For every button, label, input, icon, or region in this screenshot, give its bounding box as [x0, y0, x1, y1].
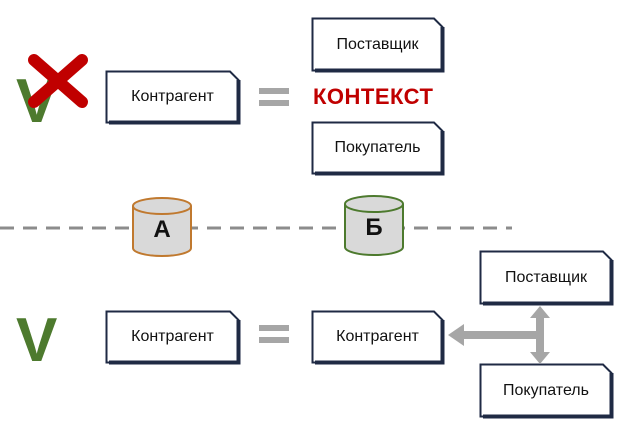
card-label: Поставщик — [504, 268, 588, 286]
database-label: Б — [365, 214, 383, 241]
database-b: Б — [343, 194, 405, 257]
card-outline — [311, 17, 445, 73]
card-outline — [105, 310, 241, 365]
cross-icon — [28, 54, 88, 108]
card-label: Контрагент — [131, 328, 214, 345]
dashed-separator — [0, 226, 512, 230]
supplier-card-bottom: Поставщик — [479, 250, 614, 306]
counterparty-card-top: Контрагент — [105, 70, 241, 125]
card-outline — [311, 121, 445, 176]
database-label: А — [153, 216, 171, 243]
card-label: Покупатель — [503, 381, 589, 399]
context-label: КОНТЕКСТ — [313, 84, 434, 109]
card-outline — [479, 250, 614, 306]
card-label: Контрагент — [336, 328, 419, 345]
equals-sign-bottom — [259, 325, 289, 345]
card-label: Поставщик — [336, 35, 419, 53]
card-label: Контрагент — [131, 88, 214, 105]
database-icon — [344, 195, 404, 256]
equals-sign-top — [259, 88, 289, 108]
buyer-card-top: Покупатель — [311, 121, 445, 176]
card-outline — [311, 310, 445, 365]
card-outline — [479, 363, 614, 419]
branch-arrow-icon — [448, 306, 550, 364]
counterparty-card-bottom-middle: Контрагент — [311, 310, 445, 365]
card-label: Покупатель — [334, 139, 421, 156]
check-mark-bottom: V — [16, 306, 58, 375]
card-outline — [105, 70, 241, 125]
counterparty-card-bottom-left: Контрагент — [105, 310, 241, 365]
database-a: А — [131, 196, 193, 258]
supplier-card-top: Поставщик — [311, 17, 445, 73]
database-icon — [132, 197, 192, 257]
buyer-card-bottom: Покупатель — [479, 363, 614, 419]
